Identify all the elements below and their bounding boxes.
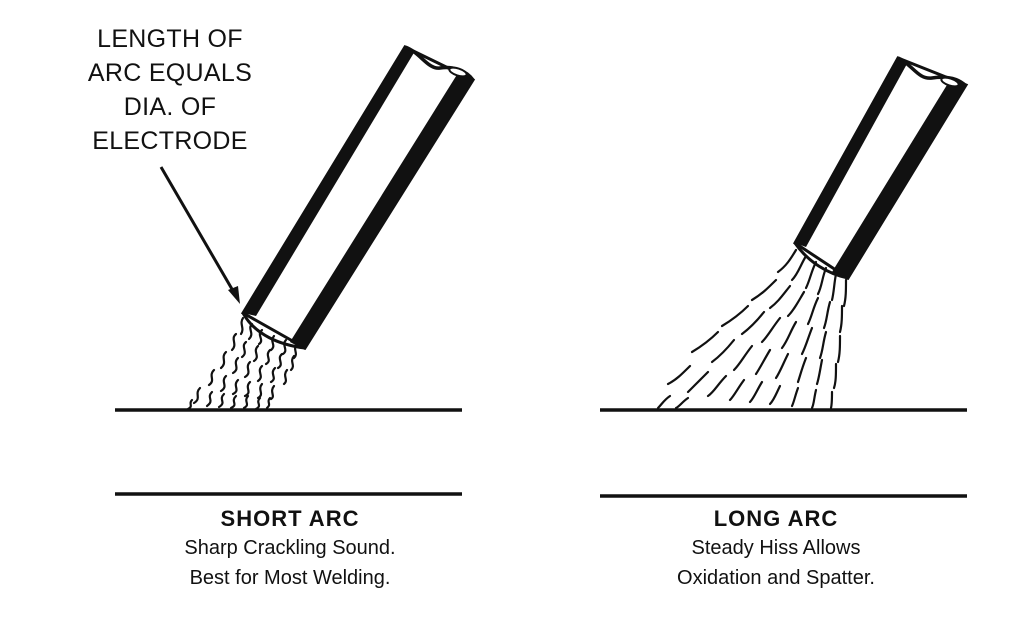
callout-line-1: LENGTH OF xyxy=(97,25,243,53)
long-arc-desc-line-1: Steady Hiss Allows xyxy=(691,537,861,559)
short-arc-desc-line-1: Sharp Crackling Sound. xyxy=(184,537,396,559)
short-arc-desc-line-2: Best for Most Welding. xyxy=(189,567,391,589)
callout-line-2: ARC EQUALS xyxy=(87,59,253,87)
short-arc-electrode xyxy=(240,45,476,351)
long-arc-electrode xyxy=(793,56,969,281)
short-arc-title: SHORT ARC xyxy=(220,506,360,531)
callout-line-3: DIA. OF xyxy=(123,93,217,121)
long-arc-illustration xyxy=(600,56,969,498)
long-arc-desc-line-2: Oxidation and Spatter. xyxy=(677,567,875,589)
callout-line-4: ELECTRODE xyxy=(92,127,248,155)
short-arc-illustration xyxy=(115,45,476,496)
long-arc-spray xyxy=(656,248,848,410)
callout-arrow xyxy=(159,166,240,304)
short-arc-caption: SHORT ARC Sharp Crackling Sound. Best fo… xyxy=(110,505,470,593)
callout-label: LENGTH OF ARC EQUALS DIA. OF ELECTRODE xyxy=(70,22,270,158)
long-arc-title: LONG ARC xyxy=(713,506,839,531)
short-arc-spray xyxy=(186,316,299,411)
long-arc-caption: LONG ARC Steady Hiss Allows Oxidation an… xyxy=(596,505,956,593)
